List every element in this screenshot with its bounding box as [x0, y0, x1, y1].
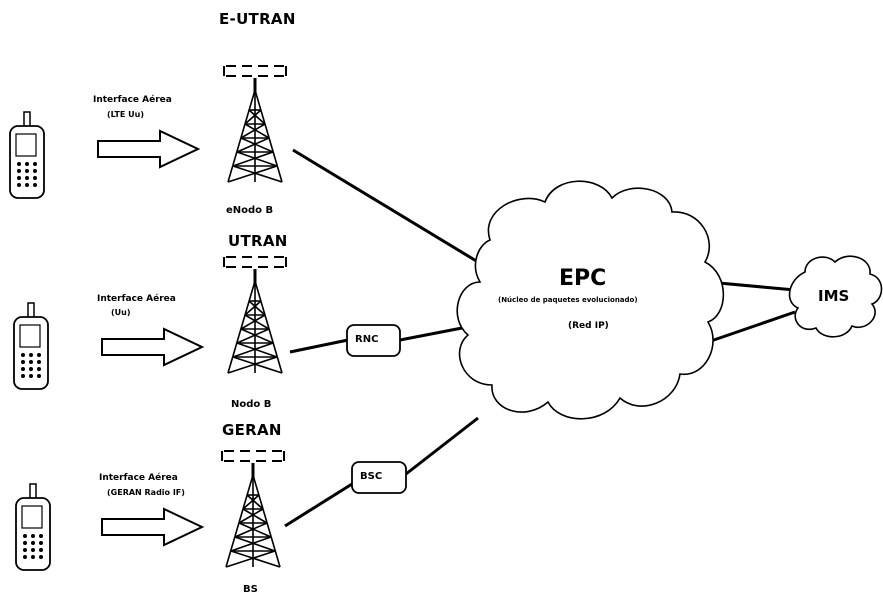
epc-cloud	[456, 180, 725, 420]
phone-icon-utran	[13, 302, 49, 390]
link-rnc-epc	[399, 326, 463, 342]
geran-interface-sub: (GERAN Radio IF)	[107, 488, 185, 497]
utran-title: UTRAN	[228, 232, 288, 250]
lte-interface-label: Interface Aérea	[93, 95, 172, 105]
nodeb-label: Nodo B	[231, 399, 272, 410]
air-interface-arrow-lte	[97, 130, 199, 168]
epc-title: EPC	[559, 266, 607, 291]
rnc-label: RNC	[355, 334, 379, 345]
phone-icon-geran	[15, 483, 51, 571]
link-bs-bsc	[284, 482, 353, 528]
link-epc-ims-2	[707, 310, 796, 344]
enodeb-label: eNodo B	[226, 205, 274, 216]
tower-icon-enodeb	[222, 64, 288, 184]
bs-label: BS	[243, 584, 258, 595]
link-nodeb-rnc	[289, 338, 349, 354]
rnc-box	[346, 324, 401, 357]
bsc-box	[351, 461, 407, 494]
air-interface-arrow-geran	[101, 508, 203, 546]
ims-cloud	[788, 255, 883, 338]
link-enodeb-epc	[292, 148, 479, 264]
air-interface-arrow-utran	[101, 328, 203, 366]
link-bsc-epc	[405, 416, 479, 476]
epc-subtitle: (Núcleo de paquetes evolucionado)	[498, 296, 638, 304]
eutran-title: E-UTRAN	[219, 10, 296, 28]
tower-icon-bs	[220, 449, 286, 569]
epc-subtitle-ip: (Red IP)	[568, 321, 609, 331]
lte-interface-sub: (LTE Uu)	[107, 110, 144, 119]
geran-interface-label: Interface Aérea	[99, 473, 178, 483]
phone-icon-lte	[9, 111, 45, 199]
geran-title: GERAN	[222, 421, 282, 439]
ims-label: IMS	[818, 287, 850, 305]
utran-interface-label: Interface Aérea	[97, 294, 176, 304]
utran-interface-sub: (Uu)	[111, 308, 131, 317]
tower-icon-nodeb	[222, 255, 288, 375]
bsc-label: BSC	[360, 471, 383, 482]
